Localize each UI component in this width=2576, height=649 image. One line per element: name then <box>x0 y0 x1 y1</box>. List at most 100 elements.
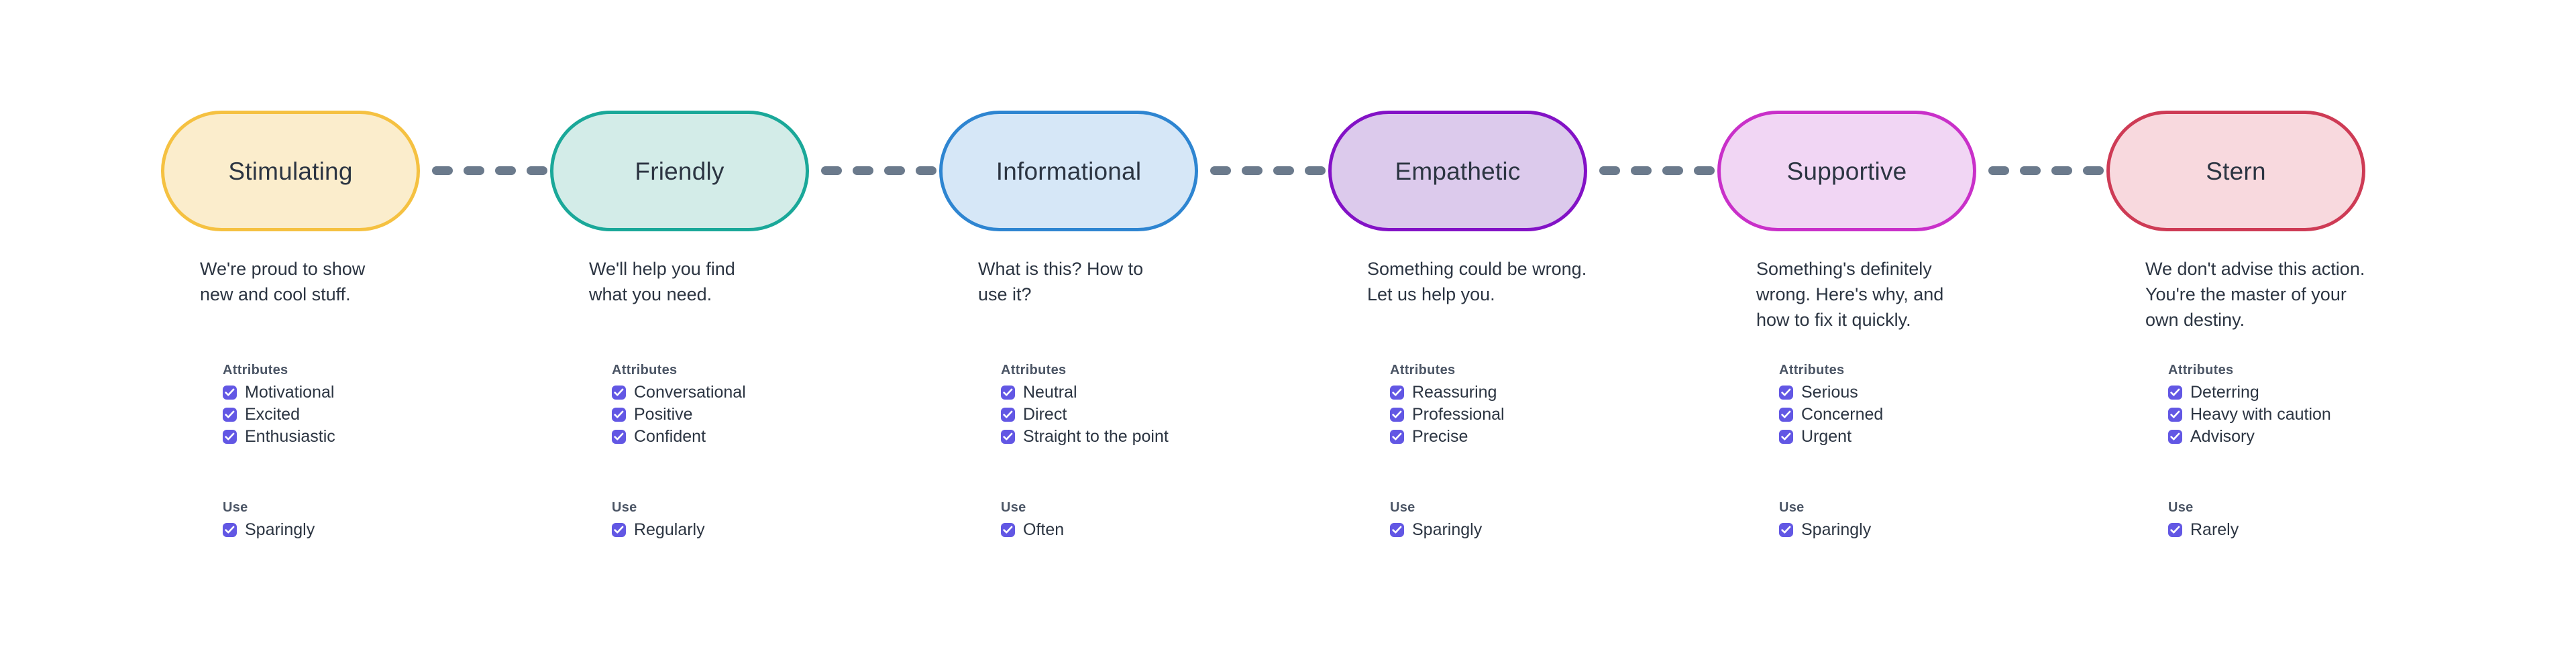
check-item[interactable]: Confident <box>612 426 900 448</box>
checkmark-icon[interactable] <box>2168 523 2182 537</box>
checkmark-icon[interactable] <box>1001 523 1015 537</box>
tone-pill-label: Stimulating <box>228 157 353 185</box>
connector-dash <box>1662 166 1683 175</box>
connector-dash <box>821 166 842 175</box>
tone-pill-label: Informational <box>996 157 1142 185</box>
tone-pill-label: Supportive <box>1786 157 1907 185</box>
checkmark-icon[interactable] <box>1390 430 1404 444</box>
check-item-label: Confident <box>634 427 706 446</box>
checkmark-icon[interactable] <box>1779 430 1793 444</box>
connector-dash <box>2083 166 2104 175</box>
group-title-use: Use <box>2168 500 2194 515</box>
connector-dash <box>916 166 936 175</box>
checkmark-icon[interactable] <box>1390 386 1404 400</box>
check-item[interactable]: Enthusiastic <box>223 426 511 448</box>
check-item[interactable]: Often <box>1001 519 1289 541</box>
check-item-label: Serious <box>1801 383 1858 402</box>
checkmark-icon[interactable] <box>223 430 237 444</box>
check-item-label: Advisory <box>2190 427 2255 446</box>
check-item[interactable]: Professional <box>1390 404 1678 426</box>
dashed-connector-icon <box>817 166 936 176</box>
checkmark-icon[interactable] <box>1390 408 1404 422</box>
connector-dash <box>1210 166 1231 175</box>
checkmark-icon[interactable] <box>1001 408 1015 422</box>
checkmark-icon[interactable] <box>2168 386 2182 400</box>
check-item-label: Neutral <box>1023 383 1077 402</box>
group-title-use: Use <box>1779 500 1805 515</box>
group-title-attributes: Attributes <box>223 363 288 377</box>
checkmark-icon[interactable] <box>612 430 626 444</box>
checkmark-icon[interactable] <box>223 523 237 537</box>
tone-pill-label: Stern <box>2206 157 2266 185</box>
group-title-attributes: Attributes <box>612 363 678 377</box>
check-item[interactable]: Precise <box>1390 426 1678 448</box>
tone-pill[interactable]: Friendly <box>550 111 809 231</box>
checkmark-icon[interactable] <box>2168 408 2182 422</box>
check-item[interactable]: Direct <box>1001 404 1289 426</box>
tone-pill[interactable]: Stern <box>2106 111 2365 231</box>
check-item[interactable]: Rarely <box>2168 519 2457 541</box>
dashed-connector-icon <box>1984 166 2104 176</box>
dashed-connector-icon <box>428 166 547 176</box>
checkmark-icon[interactable] <box>1779 408 1793 422</box>
connector-dash <box>464 166 484 175</box>
tone-pill-label: Friendly <box>635 157 724 185</box>
checkmark-icon[interactable] <box>1001 430 1015 444</box>
check-item[interactable]: Sparingly <box>1390 519 1678 541</box>
checkmark-icon[interactable] <box>612 408 626 422</box>
check-item[interactable]: Regularly <box>612 519 900 541</box>
check-item[interactable]: Deterring <box>2168 381 2457 404</box>
tone-description: We're proud to show new and cool stuff. <box>200 259 366 304</box>
check-item[interactable]: Positive <box>612 404 900 426</box>
group-title-use: Use <box>612 500 637 515</box>
check-item-label: Precise <box>1412 427 1468 446</box>
check-item[interactable]: Straight to the point <box>1001 426 1289 448</box>
connector-dash <box>432 166 453 175</box>
checkmark-icon[interactable] <box>1001 386 1015 400</box>
check-item[interactable]: Neutral <box>1001 381 1289 404</box>
checkmark-icon[interactable] <box>1390 523 1404 537</box>
check-item[interactable]: Serious <box>1779 381 2068 404</box>
check-item[interactable]: Urgent <box>1779 426 2068 448</box>
check-item[interactable]: Sparingly <box>223 519 511 541</box>
check-item[interactable]: Sparingly <box>1779 519 2068 541</box>
connector-dash <box>2020 166 2041 175</box>
tone-description: We'll help you find what you need. <box>589 259 735 304</box>
checkmark-icon[interactable] <box>2168 430 2182 444</box>
checkmark-icon[interactable] <box>1779 386 1793 400</box>
group-title-attributes: Attributes <box>1779 363 1845 377</box>
check-item-label: Deterring <box>2190 383 2259 402</box>
checkmark-icon[interactable] <box>223 408 237 422</box>
connector-dash <box>527 166 547 175</box>
check-item[interactable]: Excited <box>223 404 511 426</box>
connector-dash <box>853 166 873 175</box>
tone-pill[interactable]: Empathetic <box>1328 111 1587 231</box>
group-title-attributes: Attributes <box>1390 363 1456 377</box>
tone-pill[interactable]: Stimulating <box>161 111 420 231</box>
check-item-label: Excited <box>245 405 300 424</box>
checkmark-icon[interactable] <box>612 386 626 400</box>
connector-dash <box>1599 166 1620 175</box>
check-item-label: Professional <box>1412 405 1505 424</box>
check-item[interactable]: Reassuring <box>1390 381 1678 404</box>
check-item-label: Urgent <box>1801 427 1852 446</box>
checkmark-icon[interactable] <box>223 386 237 400</box>
checkmark-icon[interactable] <box>1779 523 1793 537</box>
check-item[interactable]: Heavy with caution <box>2168 404 2457 426</box>
check-item-label: Reassuring <box>1412 383 1497 402</box>
check-item[interactable]: Concerned <box>1779 404 2068 426</box>
tone-pill[interactable]: Supportive <box>1717 111 1976 231</box>
check-item[interactable]: Advisory <box>2168 426 2457 448</box>
tone-pill[interactable]: Informational <box>939 111 1198 231</box>
checkmark-icon[interactable] <box>612 523 626 537</box>
check-item[interactable]: Conversational <box>612 381 900 404</box>
check-item[interactable]: Motivational <box>223 381 511 404</box>
check-item-label: Sparingly <box>1412 520 1483 539</box>
